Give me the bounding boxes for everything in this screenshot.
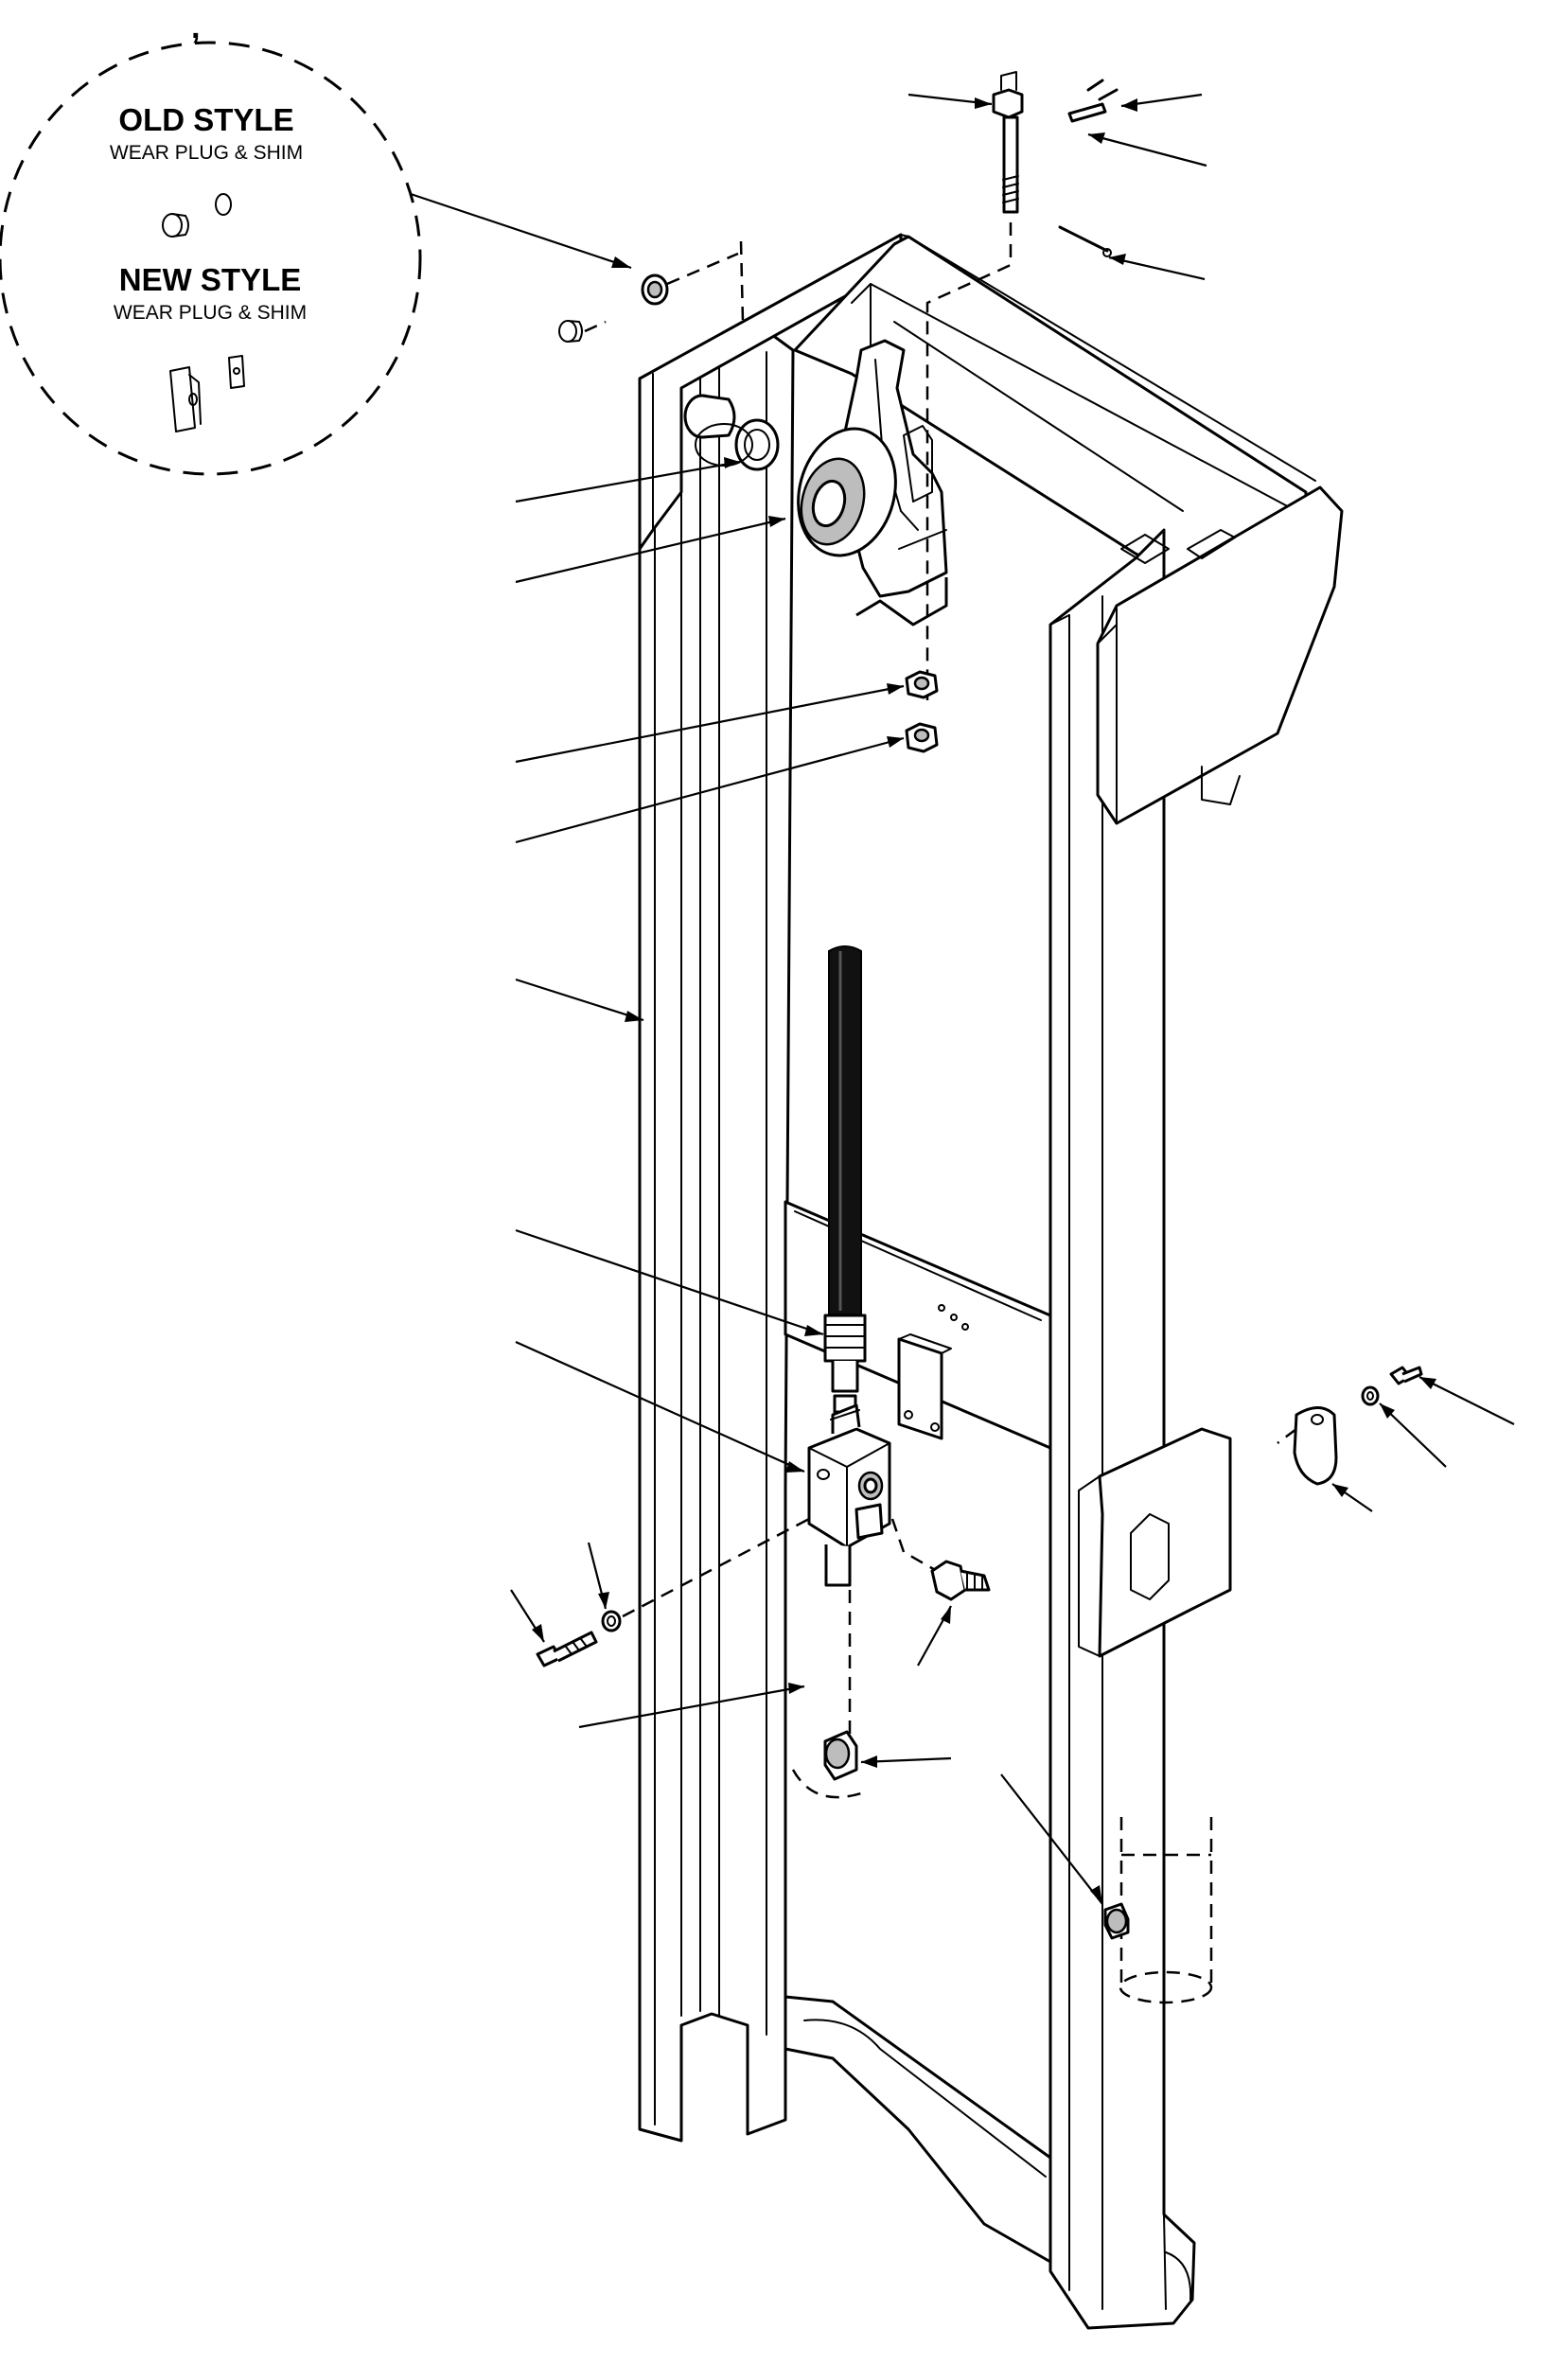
left-rail xyxy=(638,327,795,2143)
inset-leader xyxy=(410,192,632,270)
bottom-crossmember xyxy=(784,1995,1052,2264)
lock-washer xyxy=(601,1517,810,1632)
cap-screw xyxy=(536,1631,598,1667)
lower-fitting xyxy=(823,1730,858,1781)
jam-nut xyxy=(905,670,939,699)
side-bracket xyxy=(1098,1427,1232,1658)
tube-fitting xyxy=(930,1560,991,1601)
cotter-pins xyxy=(1058,79,1119,257)
lower-cylinder-outline xyxy=(1119,1817,1213,2004)
bumper-cam xyxy=(1277,1406,1338,1486)
lock-nut xyxy=(905,722,939,753)
inset-dashed-circle xyxy=(0,41,422,476)
hydraulic-hose xyxy=(823,945,867,1429)
cylinder-fitting xyxy=(1103,1902,1130,1940)
mast-upright xyxy=(638,233,1344,2330)
new-style-title: NEW STYLE xyxy=(119,262,302,297)
side-bracket-slot xyxy=(1130,1513,1170,1600)
old-style-title: OLD STYLE xyxy=(118,102,293,137)
right-rail xyxy=(1048,528,1196,2330)
wear-plug-inset: , OLD STYLE WEAR PLUG & SHIM NEW STYLE W… xyxy=(0,9,632,476)
top-pad xyxy=(1096,485,1344,825)
callout-leaders xyxy=(510,93,1515,1905)
flow-valve-block xyxy=(807,1403,891,1587)
chain-anchor-bolt xyxy=(925,71,1024,700)
new-wear-plug-icon xyxy=(169,355,245,432)
wear-shim-ring xyxy=(734,418,780,471)
top-wear-plug xyxy=(558,252,739,343)
valve-mounting-plate xyxy=(897,1333,952,1440)
old-style-subtitle: WEAR PLUG & SHIM xyxy=(110,142,303,164)
bumper-washer xyxy=(1361,1385,1380,1406)
sheave-bearing xyxy=(797,427,897,557)
new-style-subtitle: WEAR PLUG & SHIM xyxy=(114,302,307,324)
old-wear-plug-icon xyxy=(162,193,232,238)
inset-comma-mark: , xyxy=(191,9,200,45)
bumper-screw xyxy=(1389,1366,1423,1385)
